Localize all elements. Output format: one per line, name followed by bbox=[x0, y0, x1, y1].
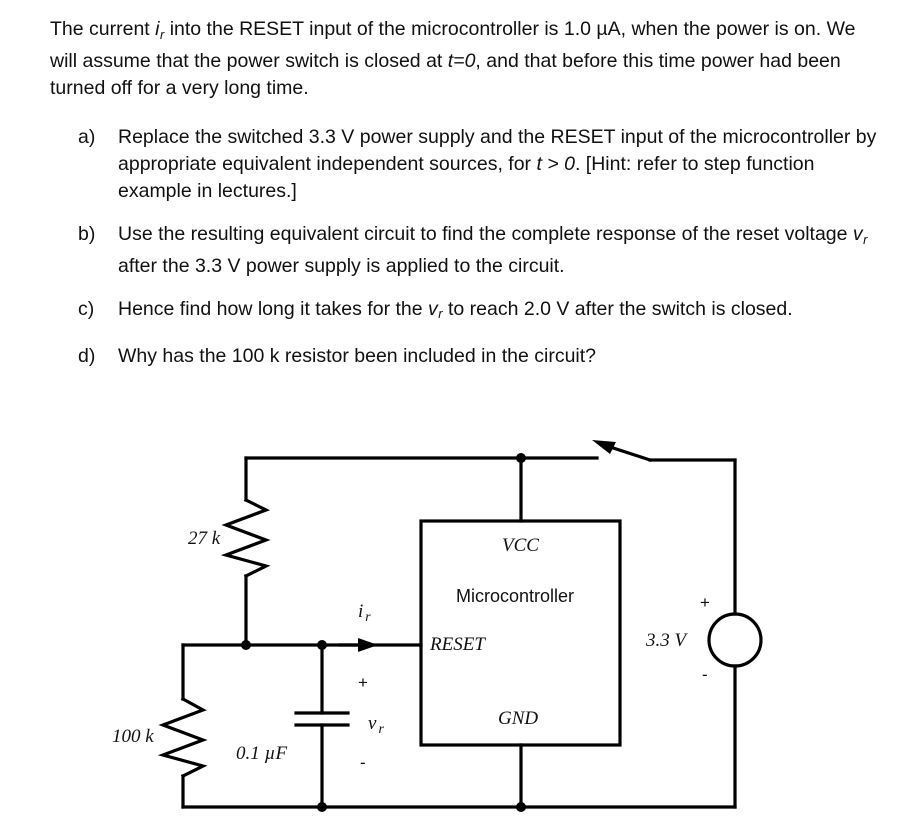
list-item-c-marker: c) bbox=[78, 297, 95, 320]
list-item-b-marker: b) bbox=[78, 223, 96, 245]
intro-current-symbol-subscript: r bbox=[159, 26, 165, 42]
list-item-b-voltage-symbol: v bbox=[852, 223, 863, 245]
list-item-d: d) Why has the 100 k resistor been inclu… bbox=[78, 343, 878, 370]
list-item-c-text2: to reach 2.0 V after the switch is close… bbox=[442, 297, 793, 320]
list-item-a: a) Replace the switched 3.3 V power supp… bbox=[78, 124, 878, 205]
intro-t-zero: t=0 bbox=[447, 49, 476, 72]
list-item-c-text1: Hence find how long it takes for the bbox=[118, 297, 429, 320]
junction-dot-vcc bbox=[516, 453, 526, 463]
circuit-schematic-svg bbox=[157, 440, 763, 812]
label-pin-vcc: VCC bbox=[502, 535, 539, 556]
list-item-a-text2: . [Hint: refer to step function example … bbox=[118, 153, 815, 202]
list-item-d-marker: d) bbox=[78, 345, 96, 368]
label-current-ir-symbol: i bbox=[358, 601, 364, 622]
list-item-c-voltage-symbol: v bbox=[428, 297, 438, 320]
list-item-c-voltage-subscript: r bbox=[438, 306, 443, 322]
label-pin-gnd: GND bbox=[498, 708, 539, 729]
junction-dot-cap-node bbox=[317, 640, 327, 650]
label-chip-title: Microcontroller bbox=[456, 586, 575, 606]
list-item-a-body: Replace the switched 3.3 V power supply … bbox=[118, 124, 878, 205]
label-current-ir-subscript: r bbox=[365, 609, 371, 625]
intro-text-part2: into the RESET input of the microcontrol… bbox=[50, 18, 856, 72]
junction-dot-mid-node bbox=[241, 640, 251, 650]
list-item-b: b) Use the resulting equivalent circuit … bbox=[78, 221, 878, 280]
label-voltage-vr-subscript: r bbox=[378, 721, 384, 737]
list-item-a-text1: Replace the switched 3.3 V power supply … bbox=[118, 126, 877, 175]
list-item-c-body: Hence find how long it takes for the vr … bbox=[118, 296, 878, 328]
label-voltage-vr-symbol: v bbox=[368, 713, 377, 734]
list-item-d-text1: Why has the 100 k resistor been included… bbox=[118, 345, 597, 368]
resistor-100k-zigzag bbox=[157, 696, 208, 779]
list-item-b-voltage-subscript: r bbox=[863, 231, 868, 247]
list-item-b-text2: after the 3.3 V power supply is applied … bbox=[118, 254, 565, 277]
label-vr-minus: - bbox=[360, 753, 366, 772]
list-item-c: c) Hence find how long it takes for the … bbox=[78, 296, 878, 328]
junction-dot-gnd bbox=[516, 802, 526, 812]
intro-paragraph: The current ir into the RESET input of t… bbox=[50, 16, 860, 102]
resistor-27k-zigzag bbox=[220, 497, 271, 579]
current-arrowhead bbox=[358, 638, 378, 652]
question-items-list: a) Replace the switched 3.3 V power supp… bbox=[78, 124, 878, 386]
label-source-value: 3.3 V bbox=[646, 630, 687, 651]
label-source-plus: + bbox=[700, 593, 710, 612]
switch-arrowhead bbox=[592, 440, 616, 454]
voltage-source-circle bbox=[707, 612, 763, 668]
label-resistor-100k: 100 k bbox=[112, 726, 154, 747]
label-pin-reset: RESET bbox=[430, 634, 485, 655]
intro-text-part1: The current bbox=[50, 18, 156, 40]
list-item-a-marker: a) bbox=[78, 126, 96, 148]
intro-text-part3: , and that before this time power had be… bbox=[50, 49, 841, 99]
label-resistor-27k: 27 k bbox=[188, 528, 221, 549]
junction-dot-cap-ground bbox=[317, 802, 327, 812]
list-item-a-emphasis: t > 0 bbox=[536, 153, 575, 175]
intro-current-symbol: i bbox=[155, 18, 160, 40]
list-item-b-body: Use the resulting equivalent circuit to … bbox=[118, 221, 878, 280]
label-vr-plus: + bbox=[358, 673, 368, 692]
list-item-b-text1: Use the resulting equivalent circuit to … bbox=[118, 223, 853, 245]
label-source-minus: - bbox=[702, 665, 708, 684]
list-item-d-body: Why has the 100 k resistor been included… bbox=[118, 343, 878, 370]
label-capacitor-0p1uf: 0.1 µF bbox=[236, 743, 288, 764]
